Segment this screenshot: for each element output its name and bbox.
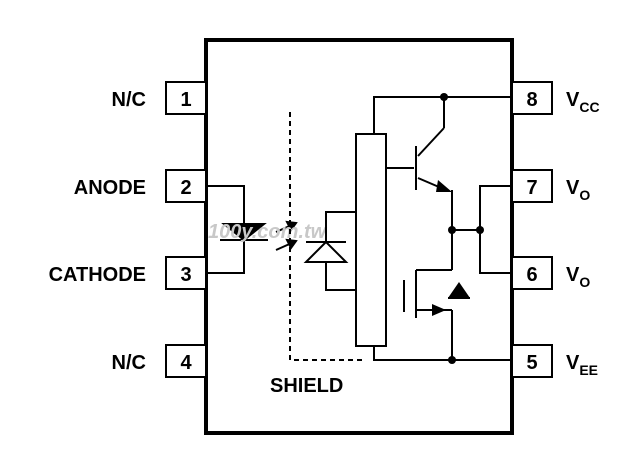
pin-4-number: 4 xyxy=(180,352,192,374)
pin-3-label: CATHODE xyxy=(49,264,146,286)
pin-1-label: N/C xyxy=(112,89,146,111)
junction-dots xyxy=(440,93,484,364)
amplifier-block xyxy=(355,133,387,347)
pin-4-label: N/C xyxy=(112,352,146,374)
pin-2: 2 ANODE xyxy=(74,169,207,203)
pin-6-number: 6 xyxy=(526,264,537,286)
pin-2-label: ANODE xyxy=(74,177,146,199)
pin-2-number: 2 xyxy=(180,177,191,199)
pin-1: 1 N/C xyxy=(112,81,207,115)
shield-label: SHIELD xyxy=(270,375,343,397)
watermark: 100y.com.tw xyxy=(208,221,328,243)
led-symbol xyxy=(206,185,268,274)
pin-3-number: 3 xyxy=(180,264,191,286)
package-outline xyxy=(204,38,514,435)
pin-1-number: 1 xyxy=(180,89,191,111)
internal-wiring xyxy=(373,96,512,361)
pin-7: 7 VO xyxy=(511,169,590,203)
pin-8-label: VCC xyxy=(566,89,600,115)
pin-4: 4 N/C xyxy=(112,344,207,378)
pin-8: 8 VCC xyxy=(511,81,600,115)
mosfet-arrow xyxy=(432,304,446,316)
pin-8-number: 8 xyxy=(526,89,537,111)
pin-7-number: 7 xyxy=(526,177,537,199)
pin-6-label: VO xyxy=(566,264,590,290)
pin-5: 5 VEE xyxy=(511,344,598,378)
body-diode xyxy=(448,282,470,298)
pin-3: 3 CATHODE xyxy=(49,256,207,290)
pin-5-label: VEE xyxy=(566,352,598,378)
pin-5-number: 5 xyxy=(526,352,537,374)
transistor-arrow xyxy=(436,180,452,192)
pin-6: 6 VO xyxy=(511,256,590,290)
light-emission-arrows xyxy=(275,220,298,251)
pin-7-label: VO xyxy=(566,177,590,203)
photodiode-symbol xyxy=(303,211,356,291)
shield-line xyxy=(289,112,364,361)
